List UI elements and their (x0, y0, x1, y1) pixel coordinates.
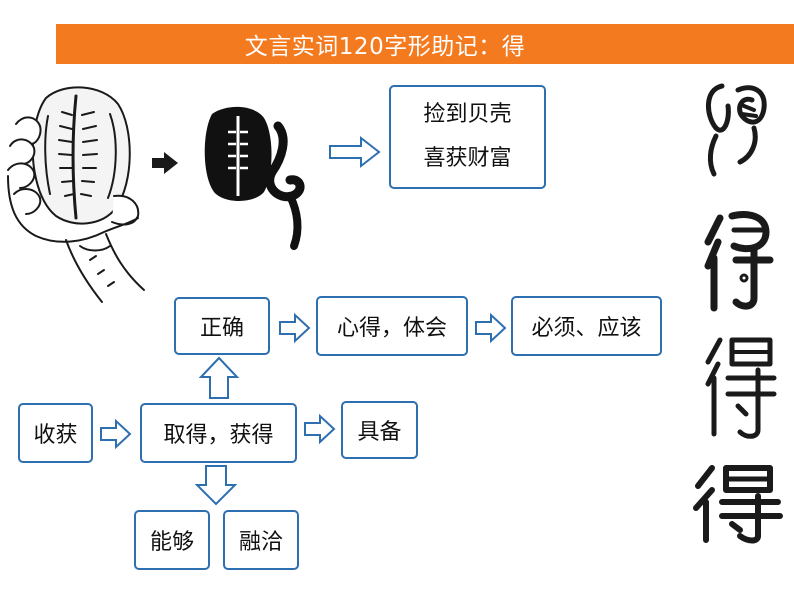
origin-box: 捡到贝壳 喜获财富 (389, 85, 546, 189)
shell-hand-pictograph-icon (204, 106, 305, 250)
seal-form-icon (705, 337, 777, 439)
meaning-bixu: 必须、应该 (511, 296, 662, 356)
oracle-bone-form-icon (706, 83, 767, 177)
meaning-shouhuo: 收获 (18, 403, 93, 463)
transition-arrow-icon (152, 152, 178, 174)
meaning-xinde: 心得，体会 (316, 296, 468, 356)
arrow-qude-to-nenggou (194, 465, 238, 506)
title-bar: 文言实词120字形助记：得 (56, 24, 794, 64)
meaning-rongqia: 融洽 (223, 510, 299, 570)
arrow-zhengque-to-xinde (279, 312, 311, 344)
arrow-shouhuo-to-qude (100, 418, 132, 450)
arrow-qude-to-zhengque (198, 356, 240, 399)
meaning-nenggou: 能够 (134, 510, 210, 570)
arrow-xinde-to-bixu (475, 312, 507, 344)
page-title: 文言实词120字形助记：得 (244, 34, 526, 60)
bronze-form-icon (704, 211, 774, 312)
hand-shell-icon (7, 86, 145, 303)
meaning-zhengque: 正确 (174, 297, 270, 355)
origin-line-1: 捡到贝壳 (423, 102, 512, 127)
origin-line-2: 喜获财富 (423, 146, 512, 171)
meaning-qude: 取得，获得 (140, 403, 297, 463)
meaning-jubei: 具备 (341, 401, 418, 459)
arrow-qude-to-jubei (304, 413, 336, 445)
clerical-form-icon (693, 465, 783, 544)
origin-arrow-icon (329, 135, 381, 169)
